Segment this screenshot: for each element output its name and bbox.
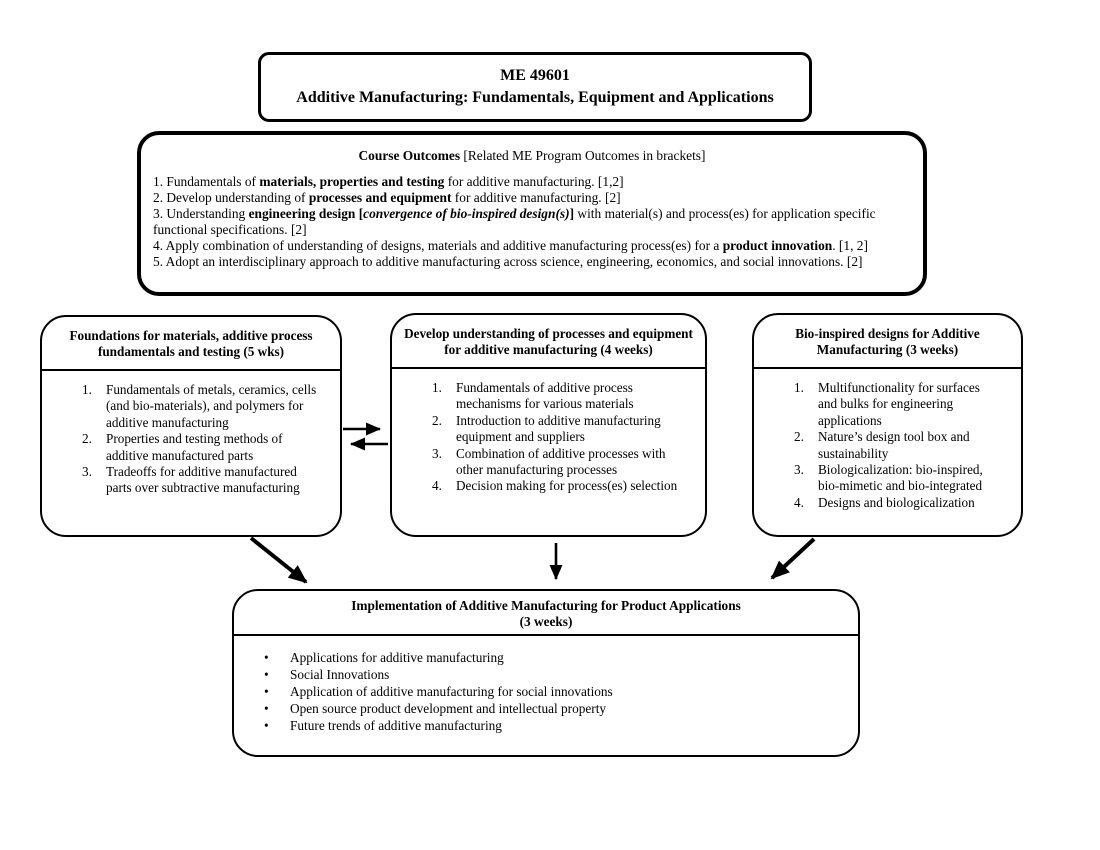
list-item: Future trends of additive manufacturing (234, 717, 858, 734)
bioinspired-topic-list: Multifunctionality for surfaces and bulk… (754, 380, 1021, 512)
list-item: Fundamentals of metals, ceramics, cells … (82, 382, 317, 430)
arrow-foundations-to-implementation-icon (249, 536, 308, 584)
outcomes-heading-title: Course Outcomes (358, 148, 461, 163)
implementation-title: Implementation of Additive Manufacturing… (351, 597, 741, 613)
list-item: Designs and biologicalization (794, 494, 975, 512)
course-outcomes-box: Course Outcomes [Related ME Program Outc… (137, 131, 927, 296)
processes-module-box: Develop understanding of processes and e… (390, 313, 707, 537)
list-item: Applications for additive manufacturing (234, 649, 858, 666)
list-item: 5. Adopt an interdisciplinary approach t… (153, 254, 863, 269)
list-item: Combination of additive processes with o… (432, 445, 666, 478)
course-title-box: ME 49601 Additive Manufacturing: Fundame… (258, 52, 812, 122)
list-item: Fundamentals of additive process mechani… (432, 380, 634, 412)
foundations-topic-list: Fundamentals of metals, ceramics, cells … (42, 382, 340, 497)
bioinspired-module-title: Bio-inspired designs for Additive Manufa… (754, 315, 1021, 369)
implementation-header: Implementation of Additive Manufacturing… (234, 591, 858, 636)
course-name: Additive Manufacturing: Fundamentals, Eq… (296, 89, 774, 106)
arrow-bioinspired-to-implementation-icon (770, 537, 816, 580)
list-item: Decision making for process(es) selectio… (432, 478, 678, 495)
outcomes-heading-note: [Related ME Program Outcomes in brackets… (460, 148, 706, 163)
list-item: 3. Understanding engineering design [con… (153, 206, 876, 237)
list-item: Tradeoffs for additive manufactured part… (82, 464, 300, 496)
list-item: Biologicalization: bio-inspired, bio-mim… (794, 462, 983, 494)
list-item: Application of additive manufacturing fo… (234, 683, 858, 700)
implementation-box: Implementation of Additive Manufacturing… (232, 589, 860, 757)
outcomes-list: 1. Fundamentals of materials, properties… (153, 174, 911, 270)
list-item: Introduction to additive manufacturing e… (432, 412, 661, 445)
foundations-module-box: Foundations for materials, additive proc… (40, 315, 342, 537)
implementation-topic-list: Applications for additive manufacturingS… (234, 649, 858, 734)
foundations-module-title: Foundations for materials, additive proc… (42, 317, 340, 371)
processes-topic-list: Fundamentals of additive process mechani… (392, 380, 705, 495)
list-item: Open source product development and inte… (234, 700, 858, 717)
course-code: ME 49601 (500, 67, 570, 84)
processes-module-title: Develop understanding of processes and e… (392, 315, 705, 369)
bioinspired-module-box: Bio-inspired designs for Additive Manufa… (752, 313, 1023, 537)
list-item: 2. Develop understanding of processes an… (153, 190, 621, 205)
outcomes-heading: Course Outcomes [Related ME Program Outc… (153, 148, 911, 164)
list-item: Multifunctionality for surfaces and bulk… (794, 380, 980, 428)
list-item: Social Innovations (234, 666, 858, 683)
list-item: 4. Apply combination of understanding of… (153, 238, 868, 253)
implementation-duration: (3 weeks) (519, 613, 573, 629)
list-item: Properties and testing methods of additi… (82, 431, 283, 463)
list-item: Nature’s design tool box and sustainabil… (794, 429, 970, 461)
list-item: 1. Fundamentals of materials, properties… (153, 174, 624, 189)
